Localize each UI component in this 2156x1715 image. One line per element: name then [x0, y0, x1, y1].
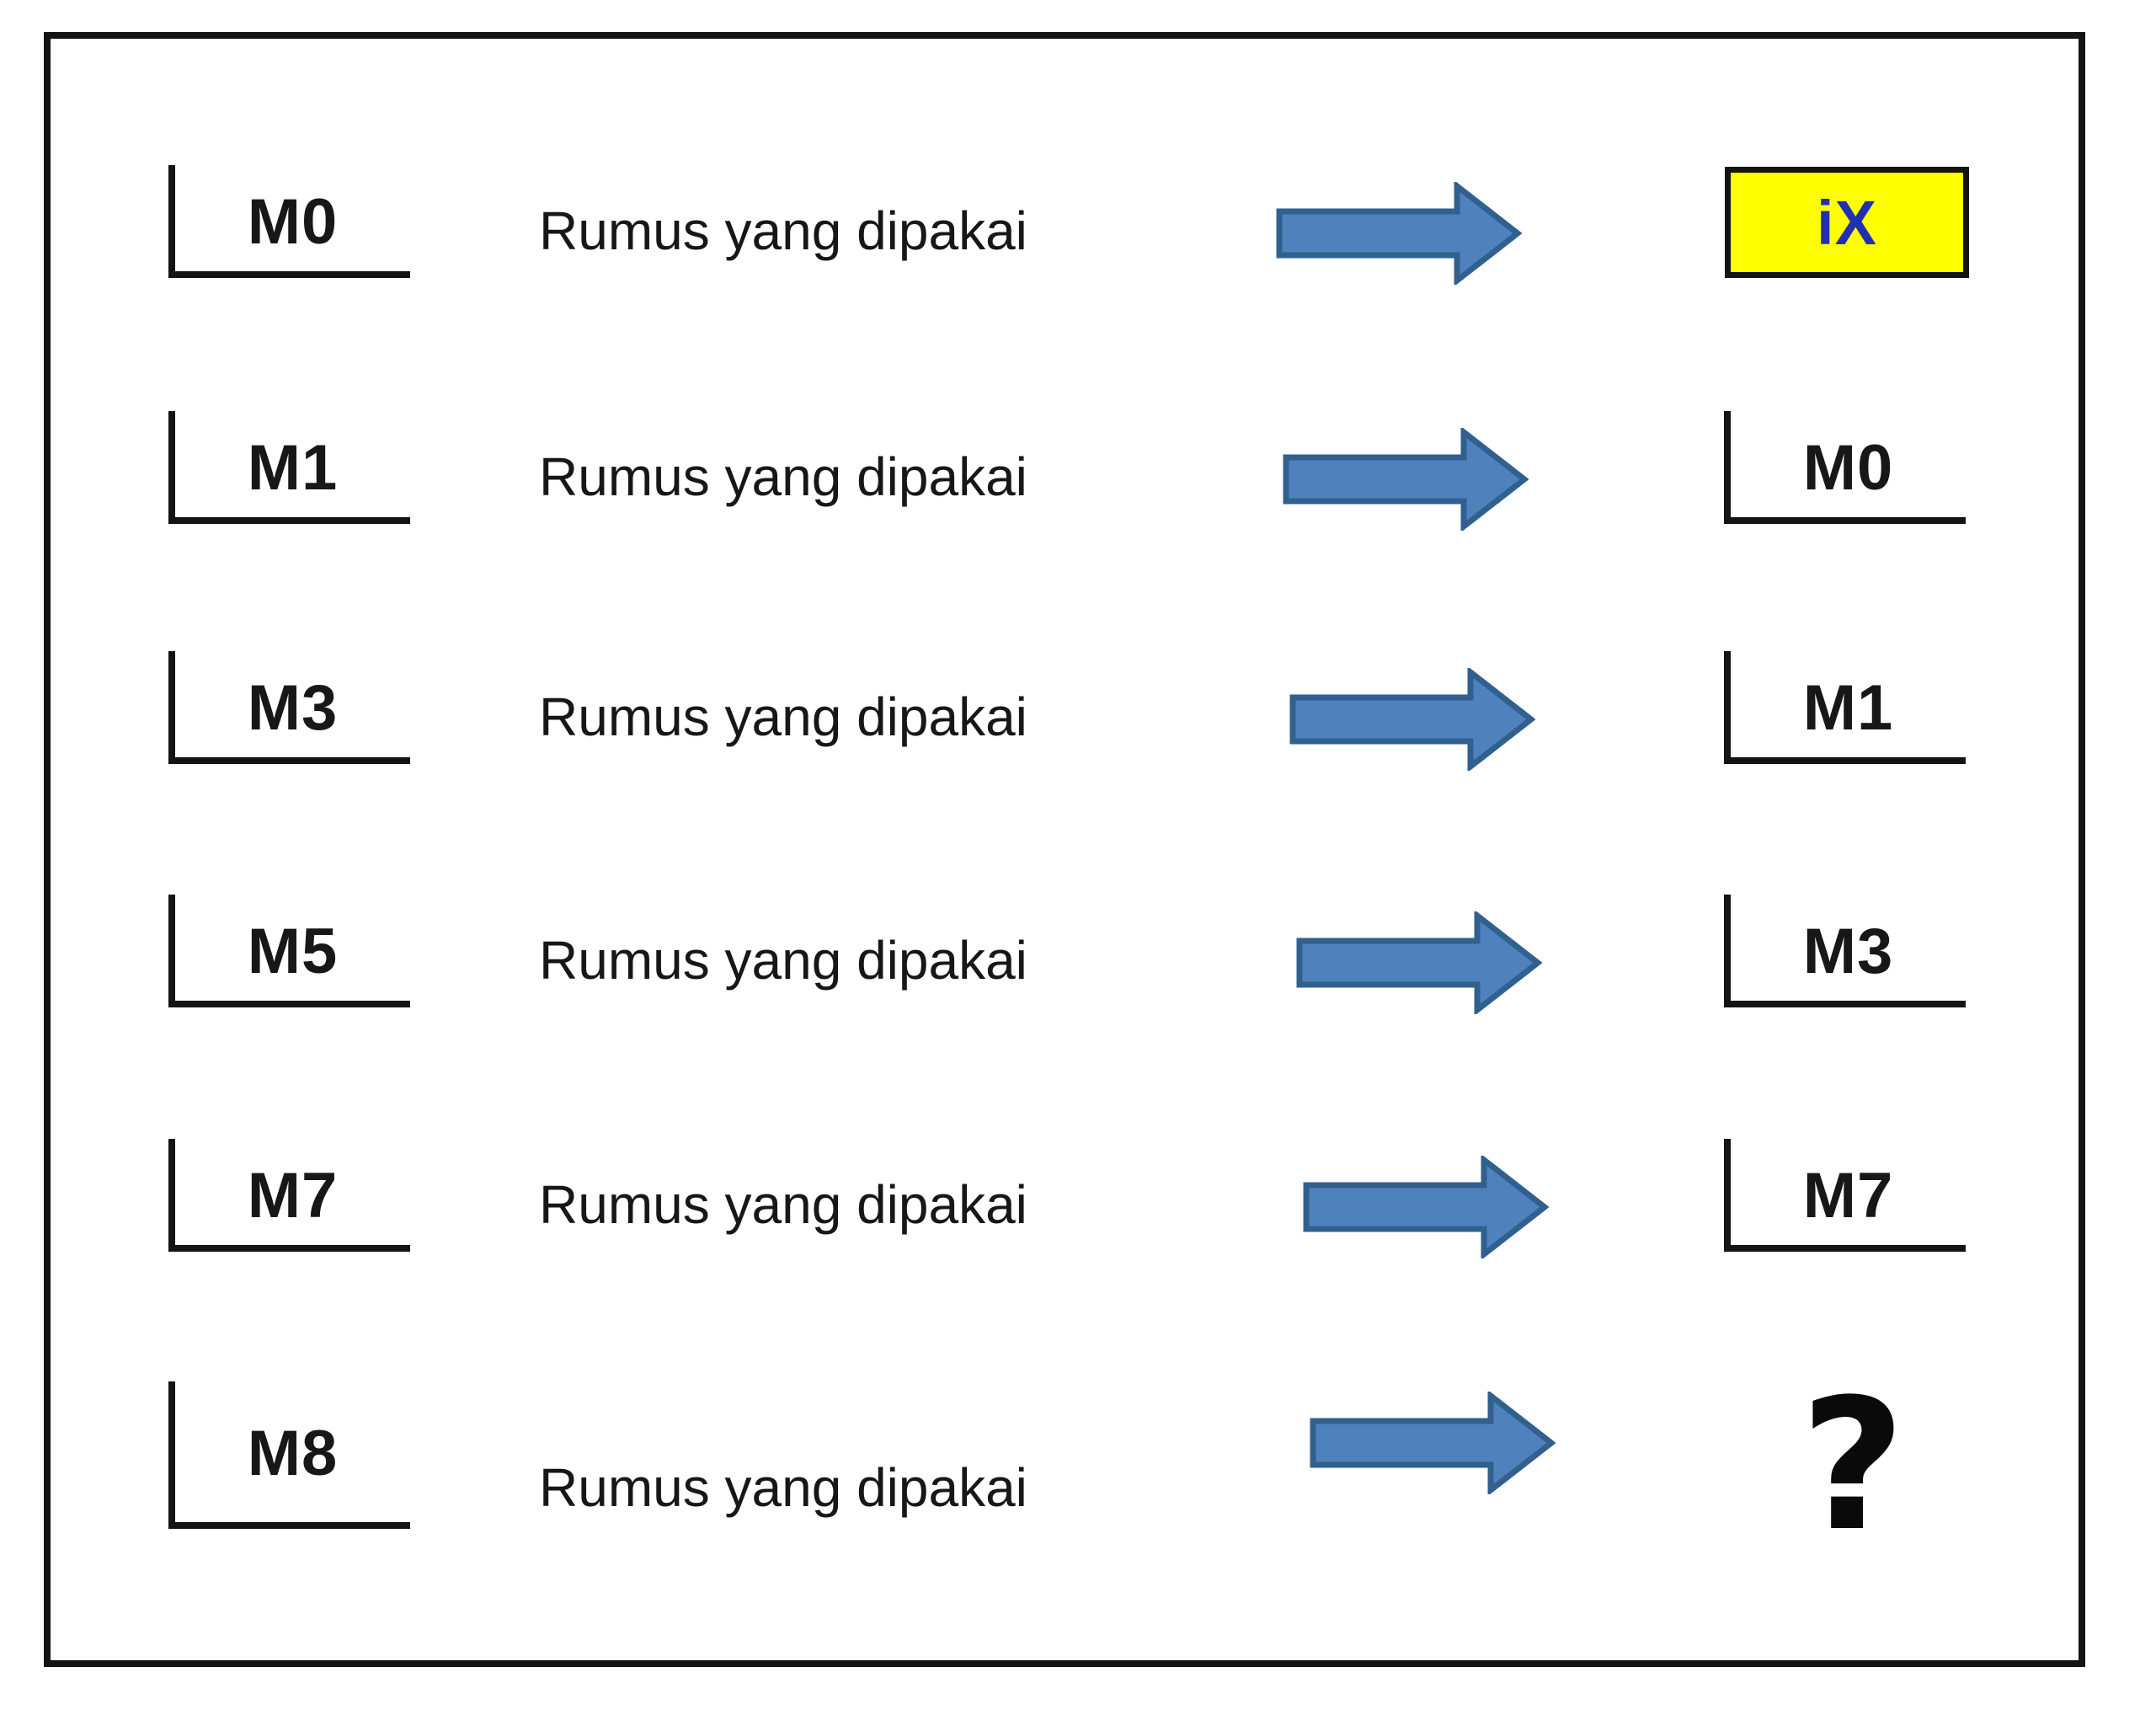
- output-label: M0: [1802, 432, 1894, 504]
- input-label: M0: [247, 186, 339, 258]
- diagram-outer-border: M0 Rumus yang dipakai iX M1 Rumus yang d…: [44, 32, 2085, 1667]
- input-label: M3: [247, 672, 339, 744]
- arrow-right-icon: [1296, 911, 1542, 1014]
- input-label: M8: [247, 1418, 339, 1489]
- process-label: Rumus yang dipakai: [539, 446, 1027, 507]
- input-label: M1: [247, 432, 339, 504]
- output-axis-bracket: M7: [1724, 1139, 1966, 1252]
- output-label: M1: [1802, 672, 1894, 744]
- process-label: Rumus yang dipakai: [539, 930, 1027, 991]
- input-axis-bracket: M0: [168, 165, 410, 278]
- input-label: M7: [247, 1160, 339, 1231]
- output-axis-bracket: M0: [1724, 411, 1966, 524]
- process-label: Rumus yang dipakai: [539, 687, 1027, 747]
- arrow-right-icon: [1283, 428, 1529, 531]
- output-label: M3: [1802, 916, 1894, 987]
- input-axis-bracket: M7: [168, 1139, 410, 1252]
- input-axis-bracket: M3: [168, 651, 410, 764]
- output-label: iX: [1817, 187, 1877, 258]
- output-axis-bracket: M3: [1724, 895, 1966, 1007]
- process-label: Rumus yang dipakai: [539, 1174, 1027, 1235]
- arrow-right-icon: [1276, 182, 1522, 285]
- input-axis-bracket: M1: [168, 411, 410, 524]
- process-label: Rumus yang dipakai: [539, 200, 1027, 261]
- arrow-right-icon: [1303, 1156, 1549, 1258]
- arrow-right-icon: [1289, 668, 1535, 771]
- input-label: M5: [247, 916, 339, 987]
- input-axis-bracket: M5: [168, 895, 410, 1007]
- unknown-output-label: ?: [1800, 1360, 1906, 1571]
- process-label: Rumus yang dipakai: [539, 1457, 1027, 1518]
- input-axis-bracket: M8: [168, 1381, 410, 1529]
- arrow-right-icon: [1310, 1392, 1556, 1494]
- highlighted-output-box: iX: [1725, 167, 1969, 278]
- output-axis-bracket: M1: [1724, 651, 1966, 764]
- output-label: M7: [1802, 1160, 1894, 1231]
